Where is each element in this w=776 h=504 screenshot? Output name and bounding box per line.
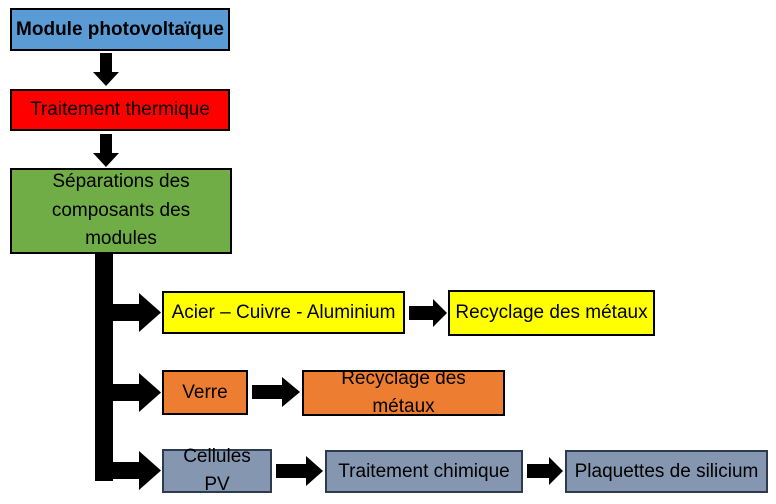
down-arrow-2 (93, 134, 119, 167)
node-separations-composants: Séparations des composants des modules (10, 168, 232, 254)
node-recyclage-metaux-2: Recyclage des métaux (302, 368, 505, 417)
branch-arrow-acier (113, 293, 161, 332)
node-plaquettes-silicium: Plaquettes de silicium (565, 450, 768, 493)
arrow-cellules-chimique (276, 456, 323, 486)
arrow-chimique-plaquettes (527, 457, 563, 485)
node-traitement-thermique: Traitement thermique (10, 89, 230, 131)
trunk-line (95, 253, 113, 481)
branch-arrow-cellules (113, 451, 161, 490)
arrow-verre-recyclage (252, 377, 300, 407)
node-verre: Verre (162, 370, 248, 415)
node-traitement-chimique: Traitement chimique (325, 450, 523, 493)
node-acier-cuivre-aluminium: Acier – Cuivre - Aluminium (162, 291, 405, 334)
down-arrow-1 (93, 53, 119, 86)
node-recyclage-metaux-1: Recyclage des métaux (448, 290, 655, 336)
node-module-photovoltaique: Module photovoltaïque (10, 8, 230, 51)
node-cellules-pv: Cellules PV (162, 446, 272, 495)
branch-arrow-verre (113, 373, 161, 412)
arrow-acier-recyclage (409, 299, 447, 327)
